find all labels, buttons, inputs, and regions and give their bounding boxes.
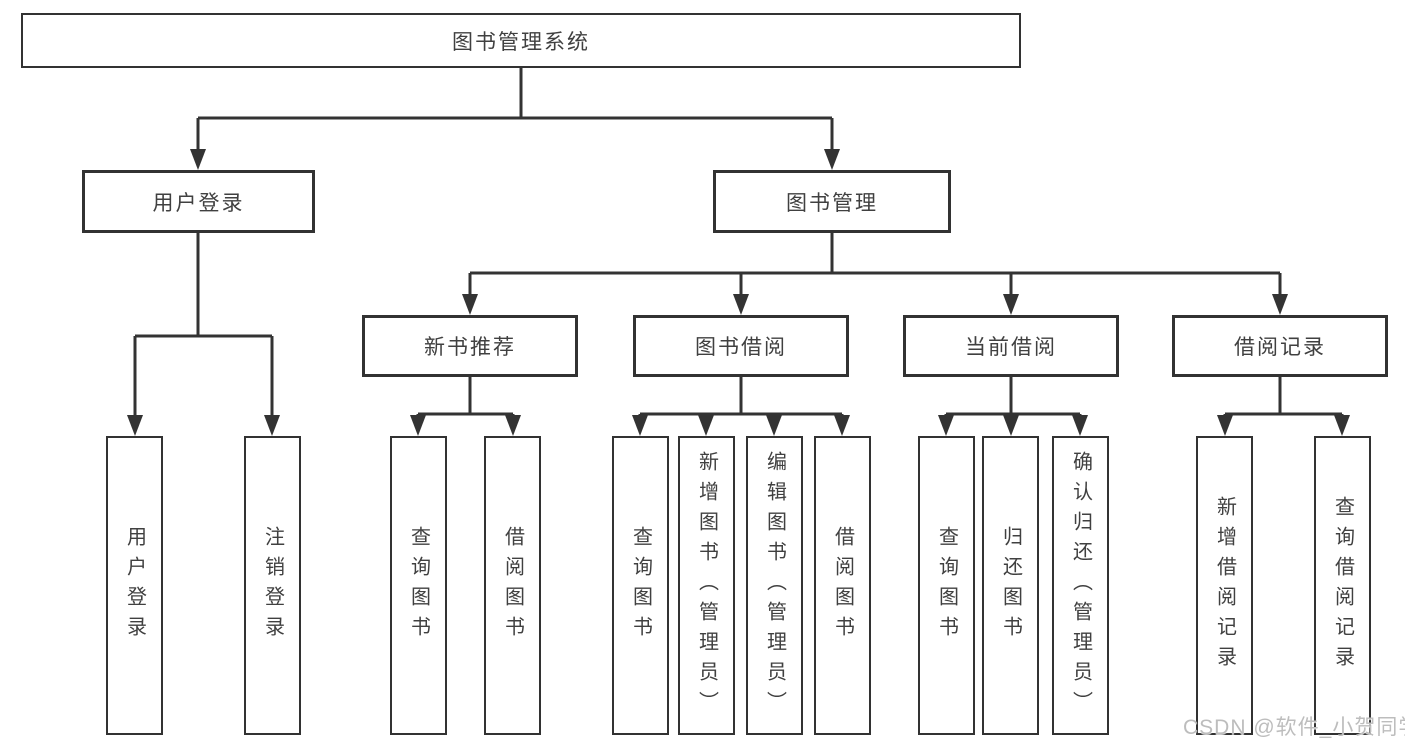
leaf-add-books-admin: 新增图书（管理员） xyxy=(678,436,735,735)
node-book-borrowing: 图书借阅 xyxy=(633,315,849,377)
leaf-query-books-borrowing: 查询图书 xyxy=(612,436,669,735)
node-borrowing-records: 借阅记录 xyxy=(1172,315,1388,377)
watermark: CSDN @软件_小贺同学 xyxy=(1183,716,1405,739)
node-root: 图书管理系统 xyxy=(21,13,1021,68)
leaf-add-borrow-record: 新增借阅记录 xyxy=(1196,436,1253,735)
node-user-login: 用户登录 xyxy=(82,170,315,233)
leaf-return-books: 归还图书 xyxy=(982,436,1039,735)
leaf-borrow-books-borrowing: 借阅图书 xyxy=(814,436,871,735)
leaf-query-borrow-record: 查询借阅记录 xyxy=(1314,436,1371,735)
leaf-logout-login: 注销登录 xyxy=(244,436,301,735)
leaf-query-books-current: 查询图书 xyxy=(918,436,975,735)
leaf-query-books-recommend: 查询图书 xyxy=(390,436,447,735)
leaf-user-login: 用户登录 xyxy=(106,436,163,735)
arrowheads xyxy=(127,149,1350,436)
leaf-confirm-return-admin: 确认归还（管理员） xyxy=(1052,436,1109,735)
leaf-borrow-books-recommend: 借阅图书 xyxy=(484,436,541,735)
node-new-book-recommend: 新书推荐 xyxy=(362,315,578,377)
node-book-management: 图书管理 xyxy=(713,170,951,233)
node-current-borrowing: 当前借阅 xyxy=(903,315,1119,377)
leaf-edit-books-admin: 编辑图书（管理员） xyxy=(746,436,803,735)
